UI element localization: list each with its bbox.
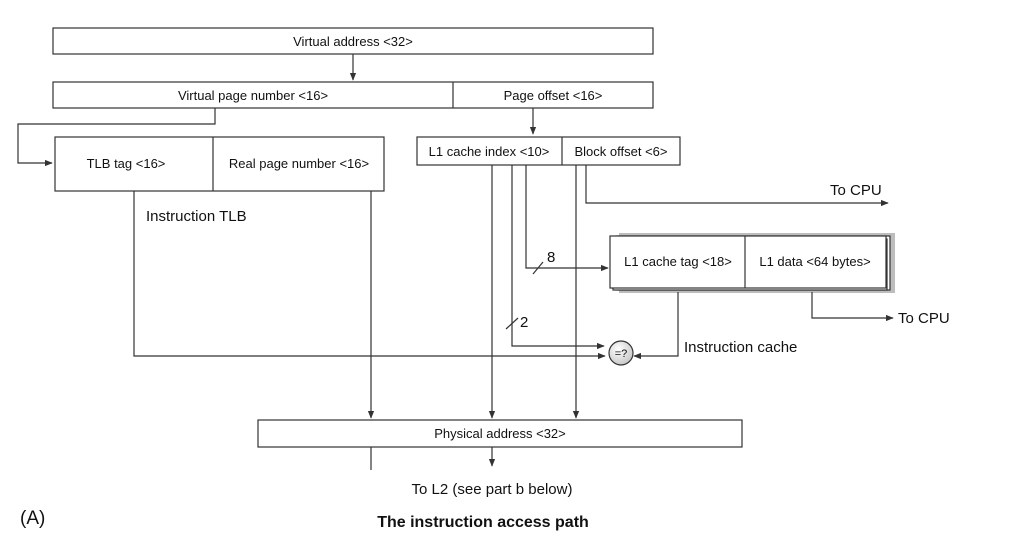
- virtual-page-number-label: Virtual page number <16>: [178, 88, 328, 103]
- to-cpu-label-2: To CPU: [898, 310, 950, 327]
- vpn-to-tlb-arrow: [17, 108, 216, 167]
- bus-width-2-label: 2: [520, 314, 528, 331]
- cache-data-to-cpu-arrow: [811, 292, 894, 322]
- tlb-tag-label: TLB tag <16>: [87, 156, 166, 171]
- real-page-number-label: Real page number <16>: [229, 156, 369, 171]
- cache-tag-to-comparator-arrow: [633, 292, 679, 360]
- tlb-tag-to-comparator-arrow: [133, 191, 606, 360]
- l1-data-label: L1 data <64 bytes>: [759, 254, 870, 269]
- l1-cache-tag-label: L1 cache tag <18>: [624, 254, 732, 269]
- comparator-label: =?: [615, 348, 628, 360]
- index-to-comparator-arrow: [511, 165, 605, 350]
- bus-slash-2: [505, 317, 519, 330]
- bus-width-8-label: 8: [547, 249, 555, 266]
- instruction-cache-label: Instruction cache: [684, 339, 797, 356]
- instruction-tlb-label: Instruction TLB: [146, 208, 247, 225]
- to-l2-label: To L2 (see part b below): [412, 481, 573, 498]
- bus-slash-8: [532, 261, 544, 275]
- index-to-cache-arrow: [525, 165, 609, 272]
- instruction-cache-box: [609, 235, 887, 289]
- diagram-caption: The instruction access path: [377, 514, 589, 531]
- page-offset-label: Page offset <16>: [504, 88, 603, 103]
- vpn-offset-box: [52, 81, 654, 109]
- tlb-box: [54, 136, 385, 192]
- comparator-circle: [608, 340, 634, 366]
- physical-address-label: Physical address <32>: [434, 426, 566, 441]
- index-offset-box: [416, 136, 681, 166]
- l1-cache-index-label: L1 cache index <10>: [429, 144, 550, 159]
- to-cpu-label-1: To CPU: [830, 182, 882, 199]
- virtual-address-box: [52, 27, 654, 55]
- physical-address-box: [257, 419, 743, 448]
- block-offset-label: Block offset <6>: [575, 144, 668, 159]
- block-offset-to-cpu-arrow: [585, 165, 889, 207]
- virtual-address-label: Virtual address <32>: [293, 34, 413, 49]
- part-label: (A): [20, 508, 45, 529]
